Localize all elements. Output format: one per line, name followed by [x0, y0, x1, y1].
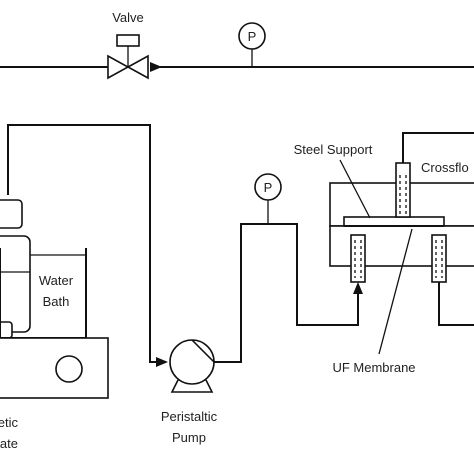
steel-support — [343, 216, 445, 227]
hot-plate-label-line2: Plate — [0, 436, 18, 451]
reservoir — [0, 199, 31, 339]
hot-plate-knob — [55, 355, 83, 383]
uf-membrane-leader — [378, 228, 413, 355]
pressure-gauge-top: P — [238, 22, 266, 67]
water-bath-label-line2: Bath — [43, 294, 70, 309]
feed-line — [7, 124, 168, 367]
crossflow-module: Steel Support Crossflo UF Membrane — [294, 132, 474, 375]
pump-label-line1: Peristaltic — [161, 409, 218, 424]
uf-membrane-label: UF Membrane — [332, 360, 415, 375]
water-bath-label-line1: Water — [39, 273, 74, 288]
pump-label-line2: Pump — [172, 430, 206, 445]
steel-support-label: Steel Support — [294, 142, 373, 157]
valve: Valve — [107, 10, 149, 80]
feed-arrow — [156, 357, 168, 367]
pressure-gauge-mid: P — [254, 173, 282, 224]
peristaltic-pump: Peristaltic Pump — [161, 339, 218, 445]
flow-arrow — [150, 62, 162, 72]
return-line — [0, 62, 474, 72]
valve-label: Valve — [112, 10, 144, 25]
crossflow-label: Crossflo — [421, 160, 469, 175]
hot-plate-label-line1: netic — [0, 415, 18, 430]
pressure-gauge-top-label: P — [248, 29, 257, 44]
magnetic-hot-plate: netic Plate — [0, 337, 109, 451]
steel-support-leader — [339, 159, 371, 219]
module-inlet-arrow — [353, 282, 363, 294]
pressure-gauge-mid-label: P — [264, 180, 273, 195]
pump-outlet-line — [214, 223, 363, 363]
